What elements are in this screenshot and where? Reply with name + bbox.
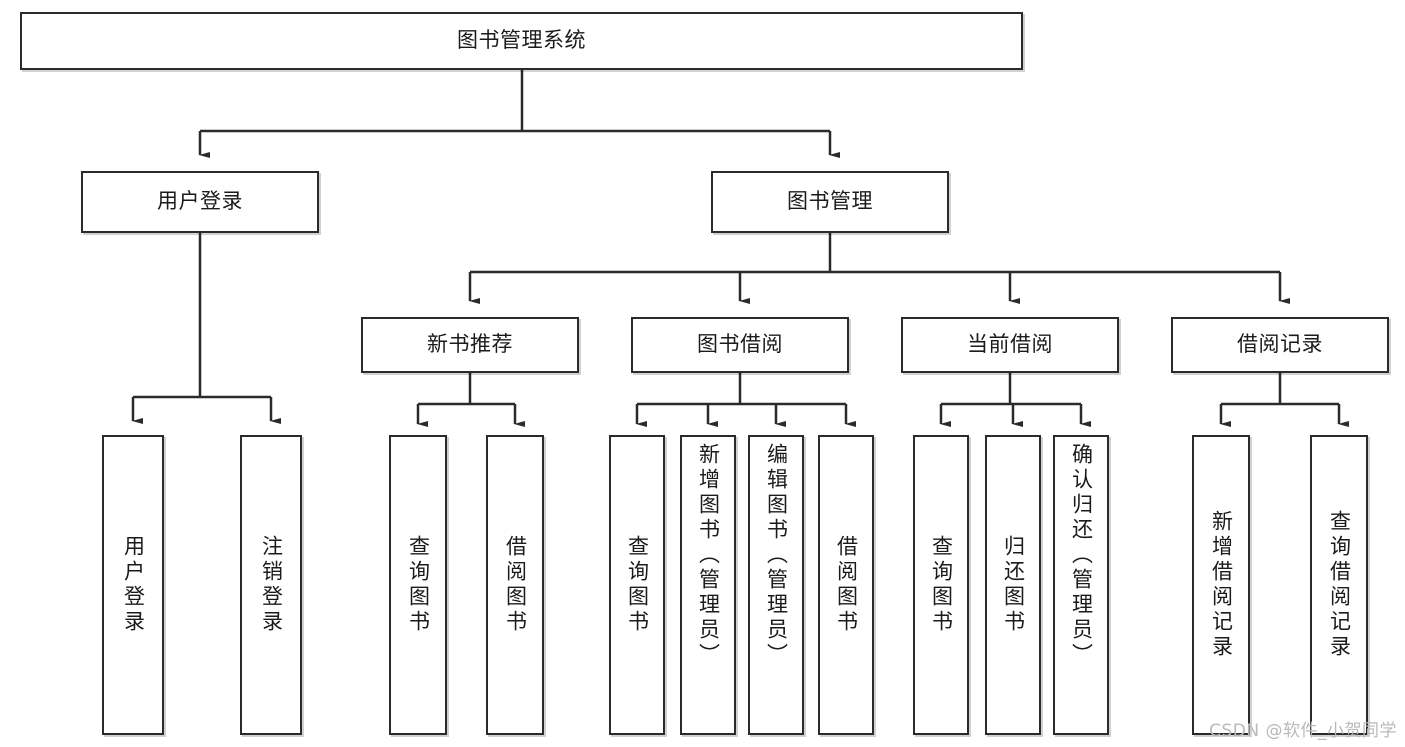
node-leaf-edit-book[interactable]: 编辑图书（管理员）: [748, 435, 804, 735]
node-new-book-recommend-label: 新书推荐: [427, 332, 513, 357]
node-leaf-borrow-book-2[interactable]: 借阅图书: [818, 435, 874, 735]
node-leaf-add-record[interactable]: 新增借阅记录: [1192, 435, 1250, 735]
node-book-borrow[interactable]: 图书借阅: [631, 317, 849, 373]
node-leaf-query-book-1[interactable]: 查询图书: [389, 435, 447, 735]
node-new-book-recommend[interactable]: 新书推荐: [361, 317, 579, 373]
node-current-borrow[interactable]: 当前借阅: [901, 317, 1119, 373]
node-leaf-add-book[interactable]: 新增图书（管理员）: [680, 435, 736, 735]
node-leaf-user-login[interactable]: 用户登录: [102, 435, 164, 735]
node-leaf-confirm-return-label: 确认归还（管理员）: [1069, 443, 1094, 668]
node-leaf-confirm-return[interactable]: 确认归还（管理员）: [1053, 435, 1109, 735]
node-leaf-return-book[interactable]: 归还图书: [985, 435, 1041, 735]
node-leaf-query-book-3[interactable]: 查询图书: [913, 435, 969, 735]
node-current-borrow-label: 当前借阅: [967, 332, 1053, 357]
node-leaf-add-record-label: 新增借阅记录: [1209, 510, 1234, 660]
node-leaf-edit-book-label: 编辑图书（管理员）: [764, 443, 789, 668]
node-book-manage-label: 图书管理: [787, 189, 873, 214]
node-leaf-return-book-label: 归还图书: [1001, 535, 1026, 635]
node-leaf-borrow-book-2-label: 借阅图书: [834, 535, 859, 635]
node-root-label: 图书管理系统: [457, 28, 586, 53]
node-leaf-add-book-label: 新增图书（管理员）: [696, 443, 721, 668]
node-user-login-label: 用户登录: [157, 189, 243, 214]
node-leaf-borrow-book-1[interactable]: 借阅图书: [486, 435, 544, 735]
node-leaf-query-book-2-label: 查询图书: [625, 535, 650, 635]
node-book-borrow-label: 图书借阅: [697, 332, 783, 357]
node-user-login[interactable]: 用户登录: [81, 171, 319, 233]
node-book-manage[interactable]: 图书管理: [711, 171, 949, 233]
node-leaf-query-book-1-label: 查询图书: [406, 535, 431, 635]
node-leaf-query-book-3-label: 查询图书: [929, 535, 954, 635]
csdn-watermark: CSDN @软件_小贺同学: [1209, 721, 1397, 741]
node-root[interactable]: 图书管理系统: [20, 12, 1023, 70]
node-leaf-query-record-label: 查询借阅记录: [1327, 510, 1352, 660]
node-leaf-logout[interactable]: 注销登录: [240, 435, 302, 735]
node-borrow-record-label: 借阅记录: [1237, 332, 1323, 357]
node-borrow-record[interactable]: 借阅记录: [1171, 317, 1389, 373]
node-leaf-user-login-label: 用户登录: [121, 535, 146, 635]
node-leaf-logout-label: 注销登录: [259, 535, 284, 635]
node-leaf-query-book-2[interactable]: 查询图书: [609, 435, 665, 735]
node-leaf-borrow-book-1-label: 借阅图书: [503, 535, 528, 635]
node-leaf-query-record[interactable]: 查询借阅记录: [1310, 435, 1368, 735]
